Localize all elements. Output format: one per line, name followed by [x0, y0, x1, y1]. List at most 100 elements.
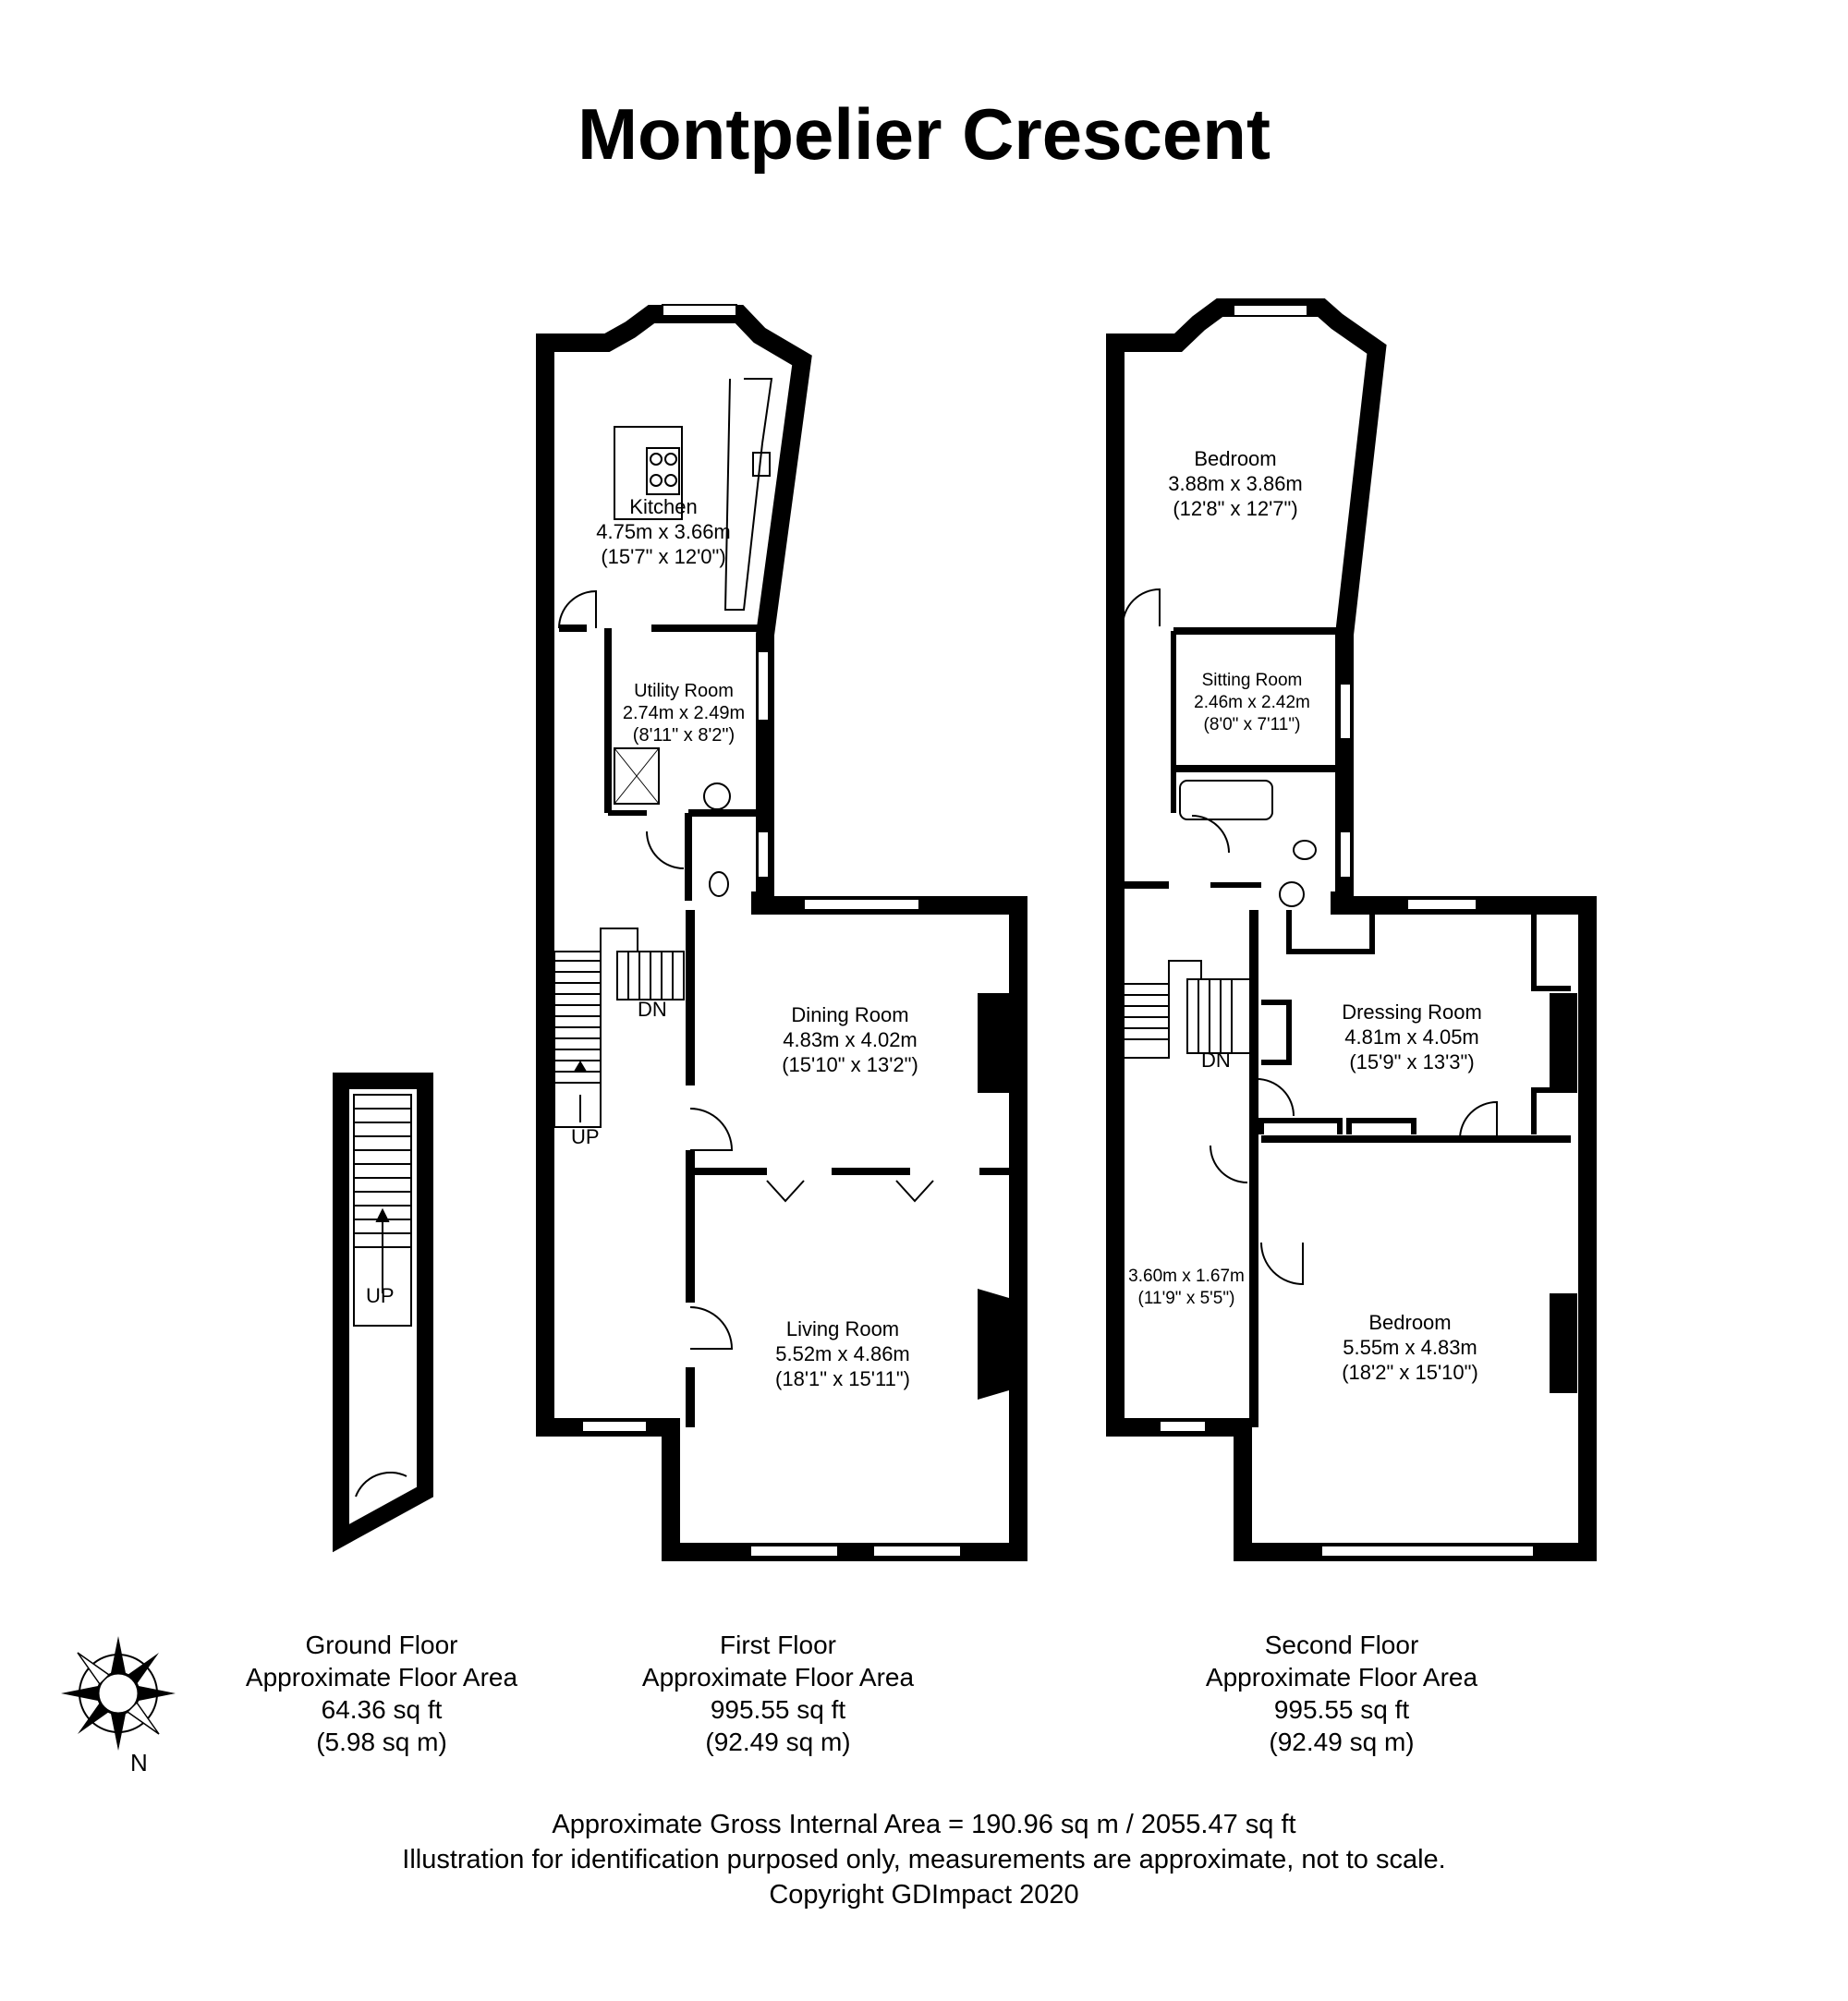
room-name: Bedroom — [1368, 1311, 1452, 1334]
basin — [703, 782, 731, 810]
room-metric: 4.75m x 3.66m — [596, 520, 731, 543]
room-name: Bedroom — [1194, 447, 1277, 470]
door — [689, 1108, 734, 1151]
wardrobe — [1531, 910, 1571, 991]
floor-area-label: Approximate Floor Area — [641, 1663, 915, 1692]
floor-area-ground: Ground Floor Approximate Floor Area 64.3… — [246, 1629, 517, 1758]
room-name: Living Room — [785, 1317, 900, 1340]
second-floor-outer-wall — [1106, 298, 1597, 1561]
room-name: Dining Room — [791, 1003, 909, 1026]
floor-area-label: Approximate Floor Area — [1205, 1663, 1478, 1692]
first-floor-outer-wall — [536, 305, 1027, 1561]
room-name: Kitchen — [629, 495, 698, 518]
room-metric: 3.60m x 1.67m — [1128, 1267, 1245, 1286]
stair-label-up: UP — [571, 1125, 600, 1148]
room-label-utility: Utility Room 2.74m x 2.49m (8'11" x 8'2"… — [623, 680, 745, 746]
window — [662, 304, 737, 317]
copyright-text: Copyright GDImpact 2020 — [769, 1880, 1079, 1910]
door — [558, 589, 597, 629]
door — [1191, 815, 1230, 854]
floor-name: Second Floor — [1264, 1631, 1419, 1659]
door — [1122, 588, 1161, 627]
wardrobe — [1346, 1118, 1416, 1134]
compass-north-label: N — [130, 1749, 148, 1777]
ground-floor-outer-wall — [333, 1073, 433, 1553]
room-metric: 2.74m x 2.49m — [622, 703, 746, 723]
room-label-bedroom-top: Bedroom 3.88m x 3.86m (12'8" x 12'7") — [1168, 446, 1303, 521]
wardrobe — [1261, 1000, 1292, 1065]
room-imperial: (15'9" x 13'3") — [1349, 1050, 1475, 1073]
floor-area-sqm: (92.49 sq m) — [1269, 1728, 1415, 1756]
room-metric: 4.81m x 4.05m — [1344, 1025, 1479, 1049]
room-label-small-room: 3.60m x 1.67m (11'9" x 5'5") — [1128, 1266, 1245, 1310]
disclaimer-text: Illustration for identification purposed… — [402, 1845, 1446, 1874]
room-imperial: (15'10" x 13'2") — [782, 1053, 918, 1076]
toilet — [709, 871, 729, 897]
room-metric: 5.55m x 4.83m — [1343, 1336, 1477, 1359]
floor-area-label: Approximate Floor Area — [245, 1663, 518, 1692]
ground-floor-staircase — [353, 1094, 412, 1327]
window — [1339, 683, 1352, 740]
window — [1339, 831, 1352, 879]
door — [895, 1180, 934, 1203]
room-name: Utility Room — [634, 681, 734, 701]
room-imperial: (18'2" x 15'10") — [1342, 1361, 1478, 1384]
second-floor-staircase — [1122, 960, 1253, 1059]
room-imperial: (18'1" x 15'11") — [775, 1367, 910, 1390]
wardrobe — [1258, 1118, 1343, 1134]
door — [1210, 1145, 1248, 1183]
door — [689, 1306, 734, 1350]
chimney-breast — [978, 1289, 1009, 1400]
floor-name: Ground Floor — [305, 1631, 458, 1659]
first-floor-plan — [536, 304, 1027, 1561]
window — [757, 831, 770, 879]
sink — [752, 452, 771, 477]
window — [872, 1545, 962, 1558]
room-name: Dressing Room — [1342, 1000, 1482, 1024]
stair-label-up-ground: UP — [366, 1284, 395, 1307]
door — [355, 1472, 407, 1498]
bath — [1179, 780, 1273, 820]
stair-label-dn-second: DN — [1201, 1049, 1231, 1072]
second-floor-plan — [1106, 298, 1597, 1561]
shower-tray — [614, 747, 660, 805]
room-label-kitchen: Kitchen 4.75m x 3.66m (15'7" x 12'0") — [596, 494, 731, 569]
room-imperial: (11'9" x 5'5") — [1137, 1289, 1235, 1308]
room-imperial: (8'11" x 8'2") — [632, 725, 736, 746]
door — [1256, 1078, 1295, 1117]
door — [1260, 1242, 1304, 1286]
room-metric: 5.52m x 4.86m — [775, 1342, 910, 1365]
basin — [1279, 881, 1305, 907]
window — [1159, 1420, 1207, 1433]
wardrobe — [1531, 1087, 1571, 1134]
floor-area-first: First Floor Approximate Floor Area 995.5… — [642, 1629, 914, 1758]
window — [803, 898, 920, 911]
stair-label-dn: DN — [638, 998, 667, 1021]
window — [757, 650, 770, 722]
floor-area-sqft: 64.36 sq ft — [321, 1695, 443, 1724]
window — [1406, 898, 1477, 911]
wardrobe — [1286, 910, 1375, 954]
room-metric: 2.46m x 2.42m — [1194, 693, 1310, 712]
floor-area-sqm: (92.49 sq m) — [705, 1728, 851, 1756]
toilet — [1293, 840, 1317, 860]
compass-rose-icon — [61, 1636, 176, 1751]
room-imperial: (15'7" x 12'0") — [601, 545, 726, 568]
room-name: Sitting Room — [1201, 671, 1303, 690]
floor-area-sqm: (5.98 sq m) — [316, 1728, 447, 1756]
kitchen-worktop — [723, 378, 773, 611]
floor-area-second: Second Floor Approximate Floor Area 995.… — [1206, 1629, 1477, 1758]
room-label-living: Living Room 5.52m x 4.86m (18'1" x 15'11… — [775, 1316, 910, 1391]
door — [766, 1180, 805, 1203]
room-label-sitting: Sitting Room 2.46m x 2.42m (8'0" x 7'11"… — [1194, 670, 1310, 736]
window — [1233, 304, 1308, 317]
floor-area-sqft: 995.55 sq ft — [710, 1695, 846, 1724]
room-metric: 3.88m x 3.86m — [1168, 472, 1303, 495]
room-metric: 4.83m x 4.02m — [783, 1028, 918, 1051]
floor-area-sqft: 995.55 sq ft — [1273, 1695, 1410, 1724]
room-imperial: (8'0" x 7'11") — [1203, 715, 1301, 734]
chimney-breast — [978, 993, 1009, 1093]
room-label-dressing: Dressing Room 4.81m x 4.05m (15'9" x 13'… — [1342, 1000, 1482, 1074]
door — [646, 831, 685, 869]
gross-area-text: Approximate Gross Internal Area = 190.96… — [552, 1810, 1296, 1839]
